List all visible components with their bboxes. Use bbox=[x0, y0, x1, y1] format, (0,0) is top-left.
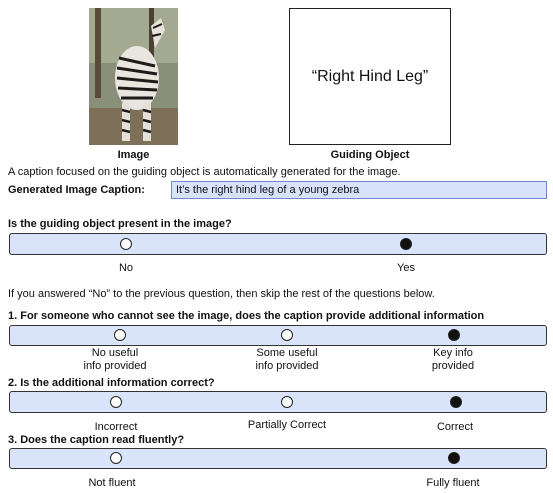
intro-text: A caption focused on the guiding object … bbox=[8, 166, 401, 178]
skip-note: If you answered “No” to the previous que… bbox=[8, 288, 435, 300]
zebra-photo-icon bbox=[89, 8, 178, 145]
q1-radio-key-info[interactable] bbox=[448, 329, 460, 341]
q1-option-no-useful: No useful info provided bbox=[65, 347, 165, 373]
q1-option-some-useful-line1: Some useful bbox=[256, 347, 318, 359]
q3-radio-not-fluent[interactable] bbox=[110, 452, 122, 464]
presence-answer-bar bbox=[9, 233, 547, 255]
q3-option-fully-fluent: Fully fluent bbox=[426, 477, 480, 489]
q2-radio-correct[interactable] bbox=[450, 396, 462, 408]
caption-label: Generated Image Caption: bbox=[8, 184, 145, 196]
radio-no[interactable] bbox=[120, 238, 132, 250]
q2-radio-partially-correct[interactable] bbox=[281, 396, 293, 408]
guiding-object-label: Guiding Object bbox=[330, 149, 410, 161]
caption-value: It’s the right hind leg of a young zebra bbox=[176, 184, 360, 196]
q2-option-correct: Correct bbox=[436, 421, 474, 433]
guiding-object-box: “Right Hind Leg” bbox=[289, 8, 451, 145]
caption-field: It’s the right hind leg of a young zebra bbox=[171, 181, 547, 199]
guiding-object-text: “Right Hind Leg” bbox=[311, 67, 429, 85]
q2-option-partially-correct: Partially Correct bbox=[247, 419, 327, 431]
q1-radio-some-useful[interactable] bbox=[281, 329, 293, 341]
q3-radio-fully-fluent[interactable] bbox=[448, 452, 460, 464]
zebra-image bbox=[89, 8, 178, 145]
q1-answer-bar bbox=[9, 325, 547, 346]
question-3: 3. Does the caption read fluently? bbox=[8, 434, 185, 446]
q2-option-incorrect: Incorrect bbox=[94, 421, 138, 433]
q2-answer-bar bbox=[9, 391, 547, 413]
option-label-yes: Yes bbox=[397, 262, 415, 274]
image-label: Image bbox=[117, 149, 150, 161]
q1-option-key-info: Key info provided bbox=[403, 347, 503, 373]
presence-question: Is the guiding object present in the ima… bbox=[8, 218, 232, 230]
q1-option-key-info-line1: Key info bbox=[433, 347, 473, 359]
option-label-no: No bbox=[118, 262, 134, 274]
q1-option-key-info-line2: provided bbox=[431, 360, 475, 372]
q2-radio-incorrect[interactable] bbox=[110, 396, 122, 408]
q1-option-some-useful: Some useful info provided bbox=[237, 347, 337, 373]
q1-option-no-useful-line1: No useful bbox=[91, 347, 139, 359]
q1-option-no-useful-line2: info provided bbox=[83, 360, 147, 372]
q1-radio-no-useful[interactable] bbox=[114, 329, 126, 341]
radio-yes[interactable] bbox=[400, 238, 412, 250]
q1-option-some-useful-line2: info provided bbox=[255, 360, 319, 372]
question-2: 2. Is the additional information correct… bbox=[8, 377, 215, 389]
q3-option-not-fluent: Not fluent bbox=[88, 477, 136, 489]
q3-answer-bar bbox=[9, 448, 547, 469]
question-1: 1. For someone who cannot see the image,… bbox=[8, 310, 485, 322]
